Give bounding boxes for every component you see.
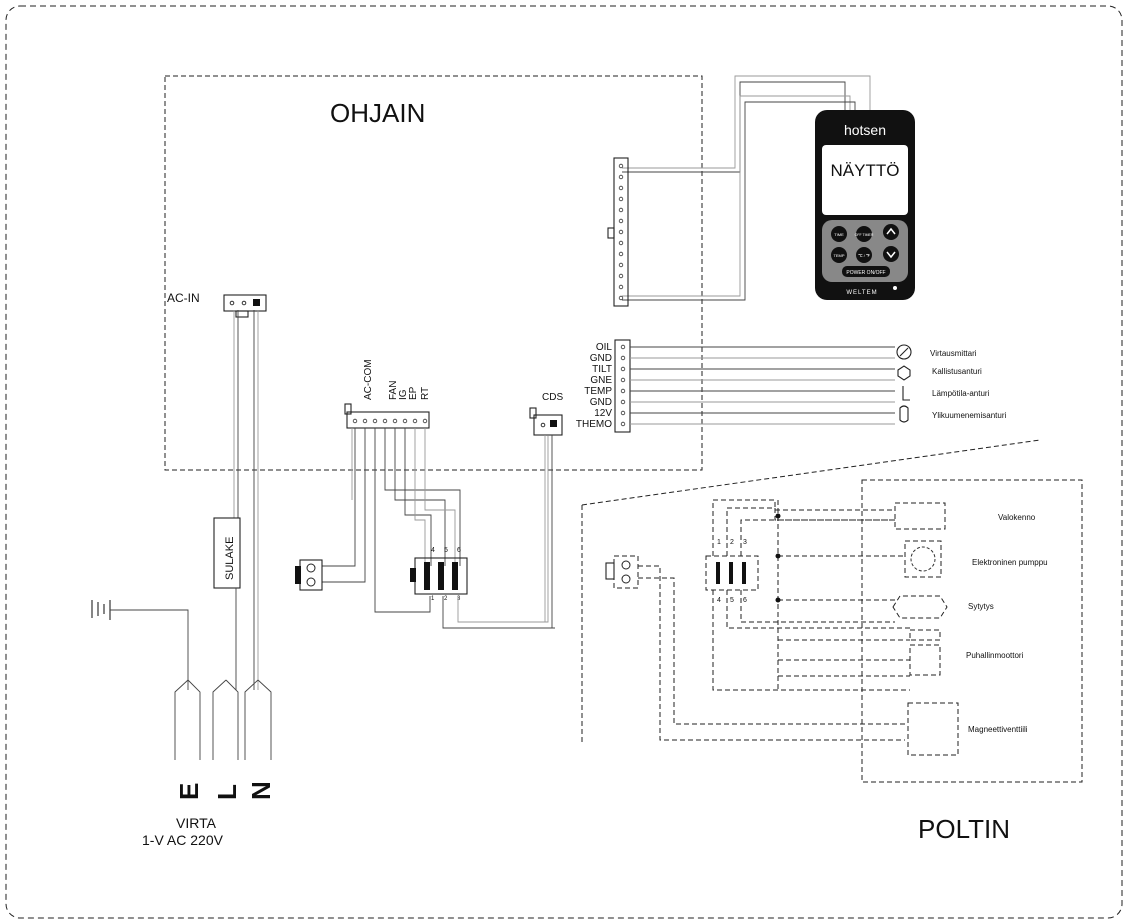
sensor-pin-labels: OIL GND TILT GNE TEMP GND 12V THEMO bbox=[576, 342, 613, 430]
burner-divider bbox=[581, 439, 1041, 506]
sensor-temp: Lämpötila-anturi bbox=[932, 389, 990, 398]
pin-1: 1 bbox=[431, 596, 435, 602]
pin-12v: 12V bbox=[594, 408, 612, 419]
sensor-flowmeter: Virtausmittari bbox=[930, 349, 977, 358]
ep-label: EP bbox=[408, 386, 419, 400]
fan-label: FAN bbox=[388, 381, 399, 400]
pin-themo: THEMO bbox=[576, 419, 612, 430]
display-title: NÄYTTÖ bbox=[831, 161, 900, 180]
controller-title: OHJAIN bbox=[330, 98, 425, 128]
power-terminals: E L N bbox=[174, 781, 276, 800]
pin-2: 2 bbox=[444, 596, 448, 602]
comp-ignition: Sytytys bbox=[968, 602, 994, 611]
ground-symbol bbox=[91, 600, 189, 690]
burner-pin-6: 6 bbox=[743, 597, 747, 604]
burner-pin-3: 3 bbox=[743, 539, 747, 546]
btn-time: TIME bbox=[834, 232, 844, 237]
display-footer-brand: WELTEM bbox=[846, 290, 877, 296]
burner-plug bbox=[605, 555, 905, 741]
comp-photocell: Valokenno bbox=[998, 513, 1036, 522]
burner-components bbox=[892, 502, 959, 756]
pin-gnd-2: GND bbox=[590, 397, 612, 408]
fuse: SULAKE bbox=[213, 517, 241, 690]
power-spec: 1-V AC 220V bbox=[142, 832, 224, 848]
fuse-label: SULAKE bbox=[224, 537, 236, 580]
burner-box bbox=[861, 479, 1083, 783]
burner-title: POLTIN bbox=[918, 814, 1010, 844]
comp-fan-motor: Puhallinmoottori bbox=[966, 651, 1024, 660]
burner-six-pin: 1 2 3 4 5 6 bbox=[705, 539, 759, 604]
ig-label: IG bbox=[398, 389, 409, 400]
burner-pin-2: 2 bbox=[730, 539, 734, 546]
burner-wires bbox=[712, 499, 910, 691]
ac-com-label: AC-COM bbox=[363, 359, 374, 400]
pin-oil: OIL bbox=[596, 342, 613, 353]
btn-temp: TEMP bbox=[833, 253, 844, 258]
burner-pin-5: 5 bbox=[730, 597, 734, 604]
comp-pump: Elektroninen pumppu bbox=[972, 558, 1048, 567]
power-cables bbox=[174, 679, 272, 760]
ac-in-label: AC-IN bbox=[167, 291, 200, 305]
pin-temp: TEMP bbox=[584, 386, 612, 397]
terminal-l: L bbox=[212, 784, 242, 800]
ac-com-labels: AC-COM FAN IG EP RT bbox=[363, 359, 431, 400]
cds-connector bbox=[529, 407, 563, 628]
sensor-overheat: Ylikuumenemisanturi bbox=[932, 411, 1006, 420]
pin-gnd-1: GND bbox=[590, 353, 612, 364]
terminal-n: N bbox=[246, 781, 276, 800]
cds-label: CDS bbox=[542, 392, 563, 403]
outer-frame bbox=[5, 5, 1123, 919]
display-brand: hotsen bbox=[844, 122, 886, 138]
controller-box bbox=[164, 75, 703, 471]
btn-off-timer: OFF TIMER bbox=[855, 233, 874, 237]
burner-pin-1: 1 bbox=[717, 539, 721, 546]
pin-5: 5 bbox=[444, 547, 448, 554]
power-label: VIRTA bbox=[176, 815, 217, 831]
btn-unit: ℃ / ℉ bbox=[858, 253, 870, 258]
display-connector bbox=[607, 157, 629, 307]
burner-pin-4: 4 bbox=[717, 597, 721, 604]
comp-solenoid-valve: Magneettiventtiili bbox=[968, 725, 1028, 734]
btn-power: POWER ON/OFF bbox=[846, 270, 885, 276]
six-pin-output-wires bbox=[442, 436, 555, 629]
ac-in-connector bbox=[223, 294, 267, 318]
six-pin-connector bbox=[410, 557, 468, 595]
pin-4: 4 bbox=[431, 547, 435, 554]
sensor-tilt: Kallistusanturi bbox=[932, 367, 982, 376]
display-cables bbox=[622, 75, 871, 301]
two-pin-plug bbox=[295, 559, 323, 591]
sensor-connector bbox=[614, 339, 631, 433]
pin-3: 3 bbox=[457, 596, 461, 602]
sensor-symbols bbox=[896, 344, 912, 423]
pin-6: 6 bbox=[457, 547, 461, 554]
ac-in-wires bbox=[233, 310, 259, 690]
display-device: hotsen NÄYTTÖ TIME OFF TIMER TEMP ℃ / ℉ … bbox=[815, 110, 915, 300]
sensor-wires bbox=[630, 346, 895, 425]
ac-com-wires bbox=[322, 428, 461, 613]
pin-gne: GNE bbox=[590, 375, 612, 386]
pin-tilt: TILT bbox=[592, 364, 612, 375]
rt-label: RT bbox=[420, 387, 431, 400]
ac-com-connector bbox=[344, 403, 430, 429]
terminal-e: E bbox=[174, 783, 204, 800]
